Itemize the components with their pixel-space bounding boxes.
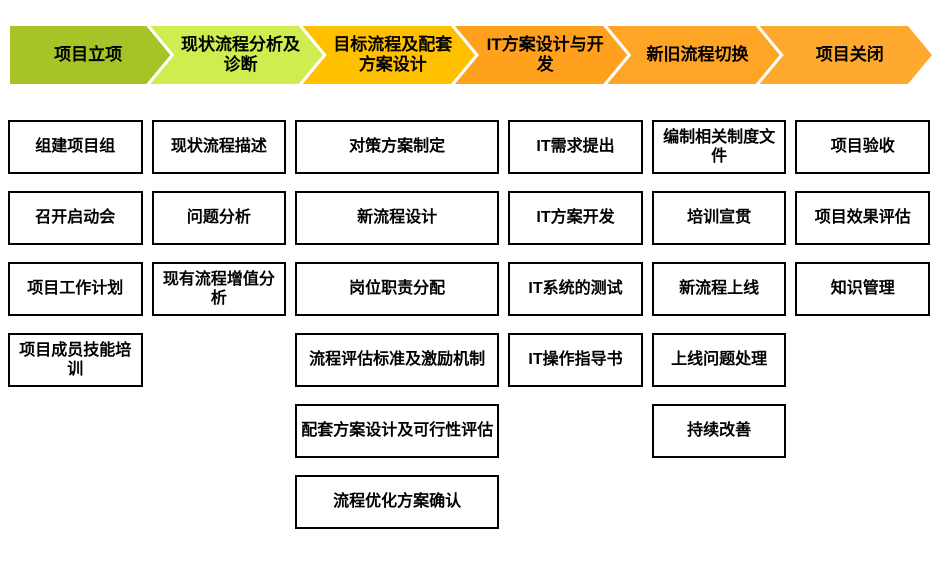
- phase-arrow-row: 项目立项 现状流程分析及诊断 目标流程及配套方案设计 IT方案设计与开发 新旧流…: [0, 26, 948, 84]
- phase-arrow-it-design-development: IT方案设计与开发: [455, 26, 627, 84]
- process-grid: 组建项目组 召开启动会 项目工作计划 项目成员技能培训 现状流程描述 问题分析 …: [0, 120, 948, 529]
- process-box-p3-3: 岗位职责分配: [295, 262, 500, 316]
- process-box-p4-1: IT需求提出: [508, 120, 643, 174]
- phase-arrow-current-process-analysis: 现状流程分析及诊断: [150, 26, 322, 84]
- process-box-p5-1: 编制相关制度文件: [651, 120, 787, 174]
- phase-arrow-target-process-design: 目标流程及配套方案设计: [303, 26, 475, 84]
- phase-label: 新旧流程切换: [646, 45, 749, 65]
- process-box-p1-2: 召开启动会: [8, 191, 143, 245]
- process-box-p1-1: 组建项目组: [8, 120, 143, 174]
- phase-label: IT方案设计与开发: [486, 35, 604, 74]
- process-box-p5-3: 新流程上线: [651, 262, 787, 316]
- process-box-p5-5: 持续改善: [651, 404, 787, 458]
- phase-arrow-process-switchover: 新旧流程切换: [607, 26, 779, 84]
- phase-label: 现状流程分析及诊断: [180, 35, 300, 74]
- process-box-p6-3: 知识管理: [795, 262, 930, 316]
- process-box-p1-3: 项目工作计划: [8, 262, 143, 316]
- process-box-p3-5: 配套方案设计及可行性评估: [295, 404, 500, 458]
- process-box-p1-4: 项目成员技能培训: [8, 333, 143, 387]
- process-flow-diagram: 项目立项 现状流程分析及诊断 目标流程及配套方案设计 IT方案设计与开发 新旧流…: [0, 26, 948, 568]
- process-box-p3-1: 对策方案制定: [295, 120, 500, 174]
- phase-arrow-project-closure: 项目关闭: [760, 26, 932, 84]
- process-box-p6-1: 项目验收: [795, 120, 930, 174]
- phase-arrow-project-initiation: 项目立项: [10, 26, 170, 84]
- process-box-p2-1: 现状流程描述: [151, 120, 287, 174]
- process-box-p4-4: IT操作指导书: [508, 333, 643, 387]
- process-box-p2-2: 问题分析: [151, 191, 287, 245]
- process-box-p4-2: IT方案开发: [508, 191, 643, 245]
- process-box-p3-4: 流程评估标准及激励机制: [295, 333, 500, 387]
- process-box-p4-3: IT系统的测试: [508, 262, 643, 316]
- phase-label: 项目立项: [54, 45, 123, 65]
- phase-label: 目标流程及配套方案设计: [333, 35, 453, 74]
- process-box-p2-3: 现有流程增值分析: [151, 262, 287, 316]
- process-box-p3-2: 新流程设计: [295, 191, 500, 245]
- process-box-p3-6: 流程优化方案确认: [295, 475, 500, 529]
- process-box-p5-2: 培训宣贯: [651, 191, 787, 245]
- process-box-p5-4: 上线问题处理: [651, 333, 787, 387]
- phase-label: 项目关闭: [815, 45, 884, 65]
- process-box-p6-2: 项目效果评估: [795, 191, 930, 245]
